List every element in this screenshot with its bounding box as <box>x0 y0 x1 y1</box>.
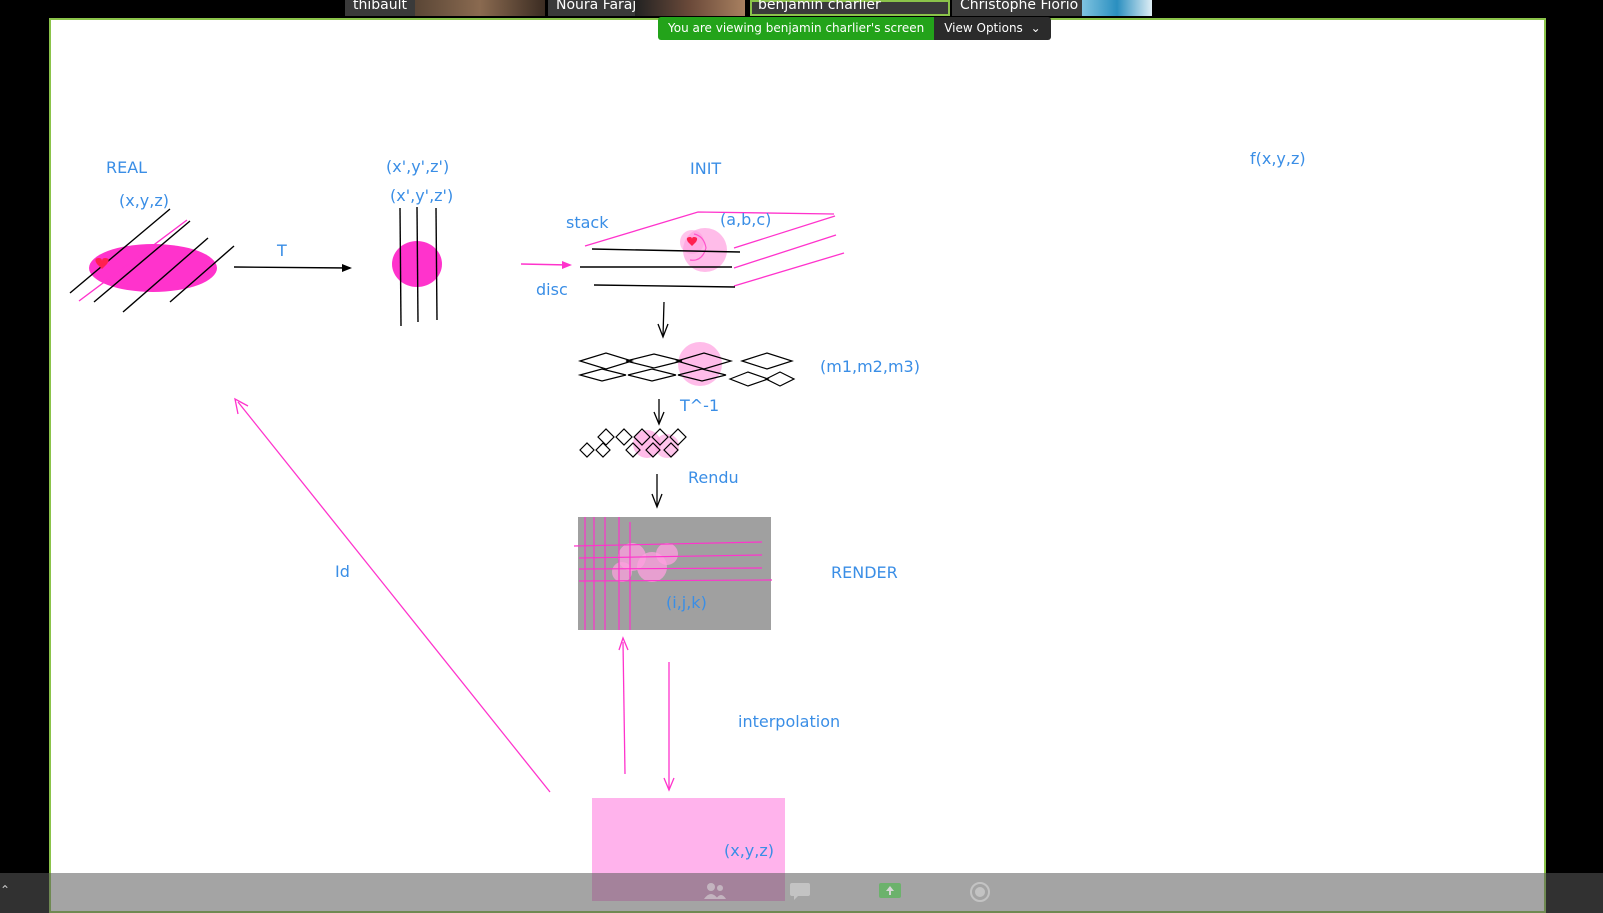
t-arrow <box>233 266 351 269</box>
label-abc: (a,b,c) <box>720 210 772 229</box>
label-t-inverse: T^-1 <box>680 396 720 415</box>
label-t: T <box>277 241 287 260</box>
meeting-toolbar: ⌃ <box>0 873 1603 913</box>
whiteboard-canvas <box>69 206 845 901</box>
label-interpolation: interpolation <box>738 712 841 731</box>
label-real: REAL <box>106 158 148 177</box>
down-arrowhead <box>653 411 665 426</box>
stack-line <box>591 248 741 253</box>
label-xyz-real: (x,y,z) <box>119 191 169 210</box>
participant-name: benjamin charlier <box>758 0 881 13</box>
diamond-mesh <box>577 352 796 387</box>
view-options-label: View Options <box>944 21 1023 35</box>
label-disc: disc <box>536 280 568 299</box>
participant-tile-active[interactable]: benjamin charlier <box>750 0 950 16</box>
up-arrowhead <box>618 636 629 651</box>
mesh-blob <box>678 342 722 386</box>
hatch-line <box>69 208 171 294</box>
record-icon[interactable] <box>967 881 993 903</box>
viewing-message: You are viewing benjamin charlier's scre… <box>658 17 935 40</box>
chat-icon[interactable] <box>787 881 813 903</box>
up-arrow <box>622 641 626 775</box>
label-id: Id <box>335 562 350 581</box>
label-xprime-1: (x',y',z') <box>386 157 450 176</box>
label-xprime-2: (x',y',z') <box>390 186 454 205</box>
stack-plane <box>733 252 845 287</box>
label-rendu: Rendu <box>688 468 739 487</box>
participants-icon[interactable] <box>702 881 728 903</box>
render-grid-lines <box>573 517 773 630</box>
heart-marker <box>686 237 698 246</box>
heart-marker <box>95 258 109 269</box>
stack-line <box>593 284 736 288</box>
mesh-blob <box>633 430 661 458</box>
label-fxyz: f(x,y,z) <box>1250 149 1306 168</box>
down-arrow <box>662 301 665 337</box>
label-xyz-bottom: (x,y,z) <box>724 841 774 860</box>
real-object-ellipse <box>89 244 217 292</box>
participant-name: Noura Faraj <box>556 0 637 13</box>
id-arrow <box>237 401 551 793</box>
label-init: INIT <box>690 159 722 178</box>
label-stack: stack <box>566 213 609 232</box>
render-blob <box>656 543 678 565</box>
participant-video <box>635 0 745 16</box>
id-arrowhead <box>234 397 249 415</box>
label-render: RENDER <box>831 563 898 582</box>
participant-tile[interactable]: Noura Faraj <box>548 0 745 16</box>
participant-video <box>415 0 545 16</box>
hatch-line <box>122 237 209 313</box>
render-grid-box <box>578 517 771 630</box>
chevron-down-icon: ⌄ <box>1030 21 1041 35</box>
participant-video <box>1082 0 1152 16</box>
label-ijk: (i,j,k) <box>666 593 707 612</box>
participant-tile[interactable]: Christophe Fiorio <box>952 0 1152 16</box>
label-m123: (m1,m2,m3) <box>820 357 920 376</box>
participant-strip: thibault Noura Faraj benjamin charlier C… <box>0 0 1603 16</box>
stack-plane <box>584 211 835 247</box>
interpolation-arrowhead <box>663 777 675 792</box>
view-options-button[interactable]: View Options ⌄ <box>934 17 1051 40</box>
small-diamond-mesh <box>579 428 687 458</box>
screen-share-banner: You are viewing benjamin charlier's scre… <box>658 17 1051 40</box>
hatch-line <box>78 219 188 302</box>
participant-tile[interactable]: thibault <box>345 0 545 16</box>
down-arrowhead <box>657 323 669 339</box>
shared-screen: REAL (x,y,z) T (x',y',z') (x',y',z') INI… <box>49 18 1546 913</box>
hatch-line <box>93 220 191 303</box>
disc-arrowhead <box>562 261 572 269</box>
init-scribble <box>689 233 707 261</box>
stack-plane <box>733 234 837 269</box>
participant-name: thibault <box>353 0 407 13</box>
down-arrowhead <box>651 493 663 509</box>
chevron-up-icon[interactable]: ⌃ <box>0 883 11 897</box>
vertical-line <box>435 207 438 321</box>
render-blob <box>612 562 632 582</box>
vertical-line <box>399 207 402 327</box>
vertical-line <box>416 206 419 323</box>
hatch-line <box>169 245 235 303</box>
stack-plane <box>733 215 836 249</box>
share-screen-icon[interactable] <box>877 881 903 903</box>
disc-arrow <box>520 263 570 266</box>
t-arrowhead <box>342 264 352 272</box>
participant-name: Christophe Fiorio <box>960 0 1079 13</box>
